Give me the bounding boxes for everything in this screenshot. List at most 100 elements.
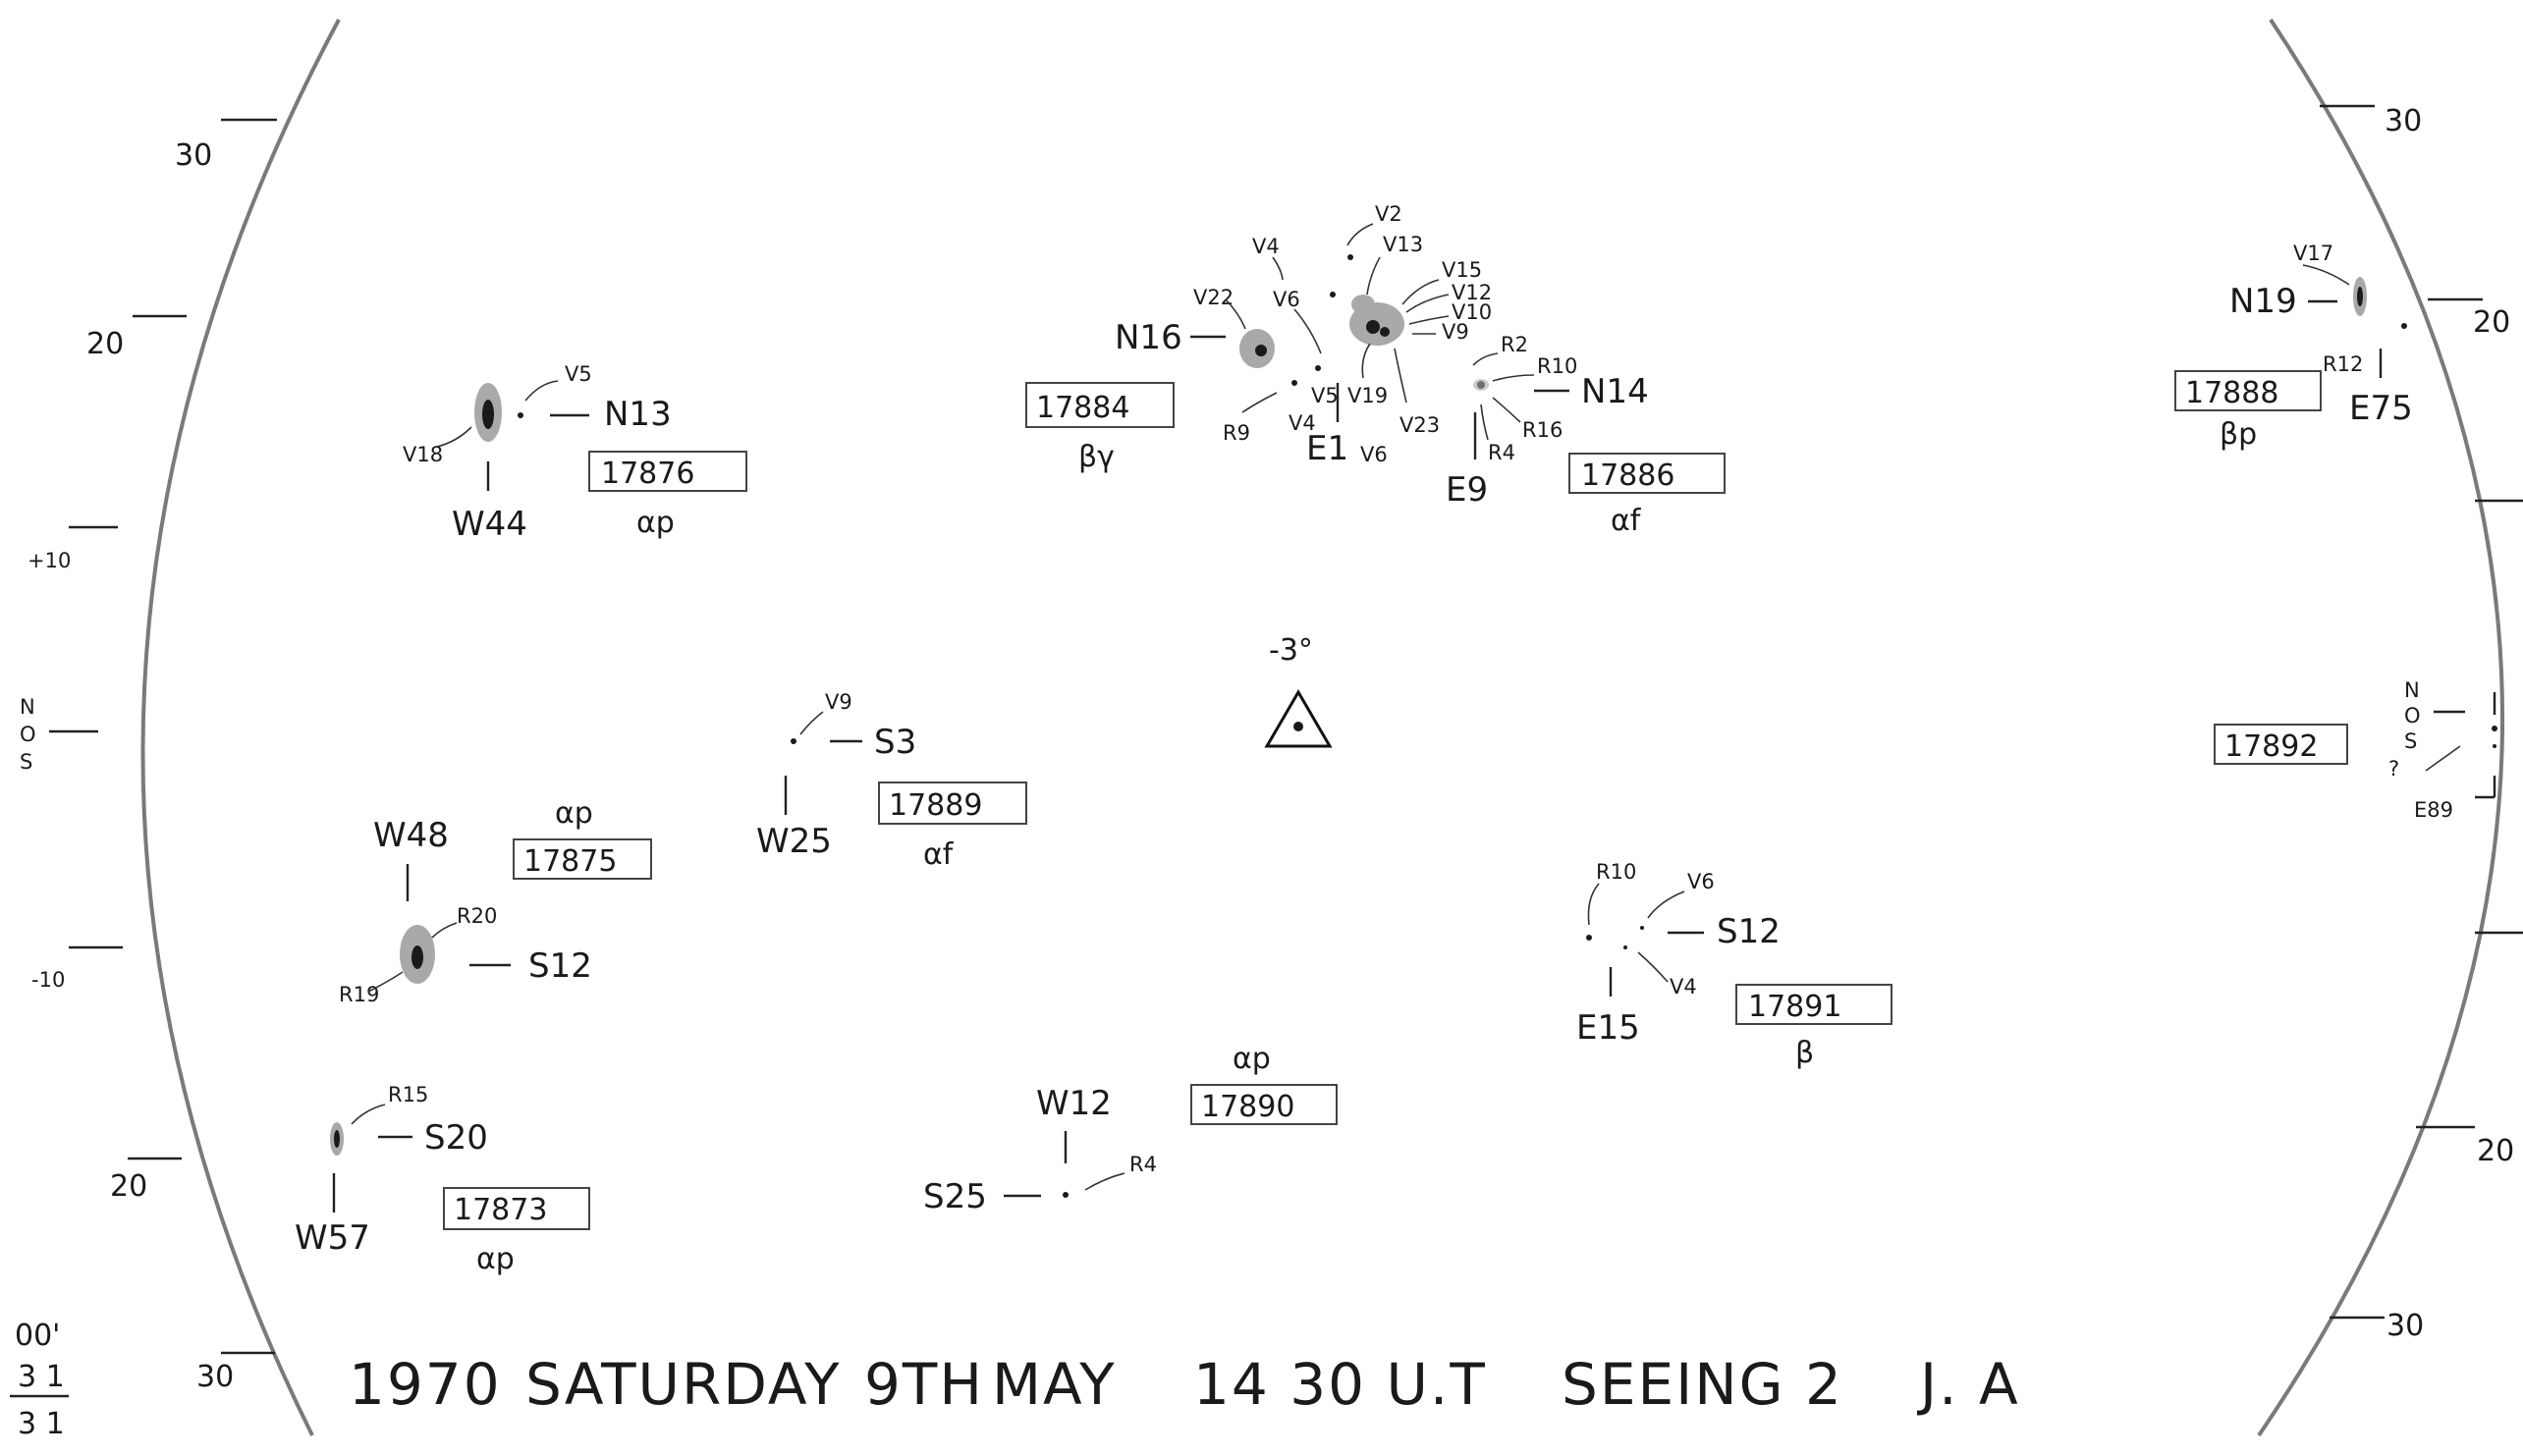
label-v6-top: V6 (1273, 288, 1300, 311)
label-r16: R16 (1522, 418, 1563, 442)
right-label-20-top: 20 (2473, 305, 2510, 340)
label-r9: R9 (1223, 421, 1250, 445)
region-number-17873: 17873 (454, 1193, 547, 1227)
label-e75: E75 (2349, 389, 2413, 428)
label-v9: V9 (1442, 320, 1469, 344)
center-marker-label: -3° (1269, 633, 1313, 668)
label-r19: R19 (339, 983, 379, 1006)
label-r12: R12 (2323, 352, 2363, 376)
label-v19: V19 (1347, 384, 1388, 407)
right-latitude-scale: 30 20 N O S 20 30 (2320, 104, 2523, 1343)
left-label-o: O (20, 723, 36, 746)
label-n16: N16 (1115, 318, 1182, 357)
label-e9: E9 (1446, 470, 1488, 510)
footer-day: SATURDAY (525, 1351, 842, 1418)
footer-year: 1970 (349, 1351, 502, 1418)
left-label-20-top: 20 (86, 327, 124, 361)
region-class-17888: βp (2220, 417, 2257, 452)
label-v13: V13 (1383, 233, 1423, 256)
label-r10-lower: R10 (1596, 860, 1636, 884)
region-17886: N14 E9 R2 R10 R4 R16 17886 αf (1446, 333, 1726, 538)
label-question: ? (2388, 757, 2399, 781)
region-number-17889: 17889 (889, 788, 982, 823)
solar-limb-left (140, 19, 341, 1436)
solar-limb-right (2257, 18, 2505, 1437)
label-s3: S3 (874, 723, 916, 762)
region-class-17886: αf (1611, 504, 1642, 538)
label-v4-lower-right: V4 (1670, 975, 1697, 998)
region-17873: S20 W57 R15 17873 αp (295, 1083, 590, 1276)
label-s12-left: S12 (528, 946, 592, 986)
region-number-17884: 17884 (1036, 391, 1129, 425)
label-v9-s3: V9 (825, 690, 852, 714)
left-label-plus10: +10 (27, 549, 71, 572)
label-s12-right: S12 (1717, 912, 1781, 951)
footer-seeing: SEEING 2 (1562, 1351, 1843, 1418)
label-v2: V2 (1375, 202, 1402, 226)
corner-note-line-2: 3 1 (18, 1360, 65, 1394)
label-s25: S25 (923, 1177, 987, 1216)
region-number-17876: 17876 (601, 457, 694, 491)
region-17891: S12 E15 R10 V6 V4 17891 β (1576, 860, 1892, 1070)
label-s20: S20 (424, 1118, 488, 1158)
label-r4: R4 (1488, 441, 1515, 464)
footer-date: 9TH (864, 1351, 984, 1418)
label-n13: N13 (604, 395, 672, 434)
region-17888: N19 E75 V17 R12 17888 βp (2174, 242, 2413, 452)
right-label-s: S (2404, 729, 2417, 753)
footer-observer: J. A (1917, 1351, 2020, 1418)
label-r4-lower: R4 (1129, 1153, 1157, 1176)
region-17875: W48 S12 R20 R19 17875 αp (339, 796, 652, 1006)
region-class-17889: αf (923, 837, 955, 872)
label-n14: N14 (1581, 372, 1649, 411)
corner-note-line-1: 00' (15, 1319, 60, 1353)
region-17889: S3 W25 V9 17889 αf (756, 690, 1027, 872)
label-v4-lower: V4 (1289, 411, 1316, 435)
region-17876: N13 W44 V5 V18 17876 αp (403, 362, 747, 544)
left-label-minus10: -10 (31, 968, 65, 992)
label-v5-lower: V5 (1311, 384, 1339, 407)
observation-footer: 1970 SATURDAY 9TH MAY 14 30 U.T SEEING 2… (349, 1351, 2020, 1418)
label-v17: V17 (2293, 242, 2333, 265)
label-w25: W25 (756, 822, 832, 861)
right-label-n: N (2404, 678, 2420, 702)
region-number-17890: 17890 (1201, 1090, 1294, 1124)
label-r10: R10 (1537, 354, 1577, 378)
region-number-17875: 17875 (523, 844, 617, 879)
region-class-17873: αp (476, 1242, 515, 1276)
right-label-o: O (2404, 704, 2421, 728)
left-label-20-bottom: 20 (110, 1169, 147, 1204)
label-e89: E89 (2414, 798, 2453, 822)
region-number-17891: 17891 (1748, 990, 1841, 1024)
label-v12: V12 (1452, 281, 1492, 304)
label-e1: E1 (1306, 429, 1348, 468)
label-r2: R2 (1501, 333, 1528, 356)
label-n19: N19 (2229, 282, 2297, 321)
label-r20: R20 (457, 904, 497, 928)
right-label-30-bottom: 30 (2386, 1309, 2424, 1343)
label-r15: R15 (388, 1083, 428, 1106)
region-number-17888: 17888 (2185, 376, 2278, 410)
label-w48: W48 (373, 816, 449, 855)
label-v6-lower-right: V6 (1687, 870, 1715, 893)
left-label-30-top: 30 (175, 138, 212, 173)
region-class-17890: αp (1233, 1042, 1271, 1076)
label-v6-lower: V6 (1360, 443, 1388, 466)
region-class-17891: β (1795, 1036, 1814, 1070)
label-v10: V10 (1452, 300, 1492, 324)
right-label-30-top: 30 (2385, 104, 2422, 138)
region-number-17892: 17892 (2224, 729, 2318, 764)
region-17884: N16 E1 V22 V4 V6 V2 V13 V15 V12 V10 V9 V… (1025, 202, 1492, 474)
corner-note-line-3: 3 1 (18, 1407, 65, 1441)
label-v22: V22 (1193, 286, 1234, 309)
footer-month: MAY (992, 1351, 1117, 1418)
label-v4-top: V4 (1252, 235, 1280, 258)
label-v23: V23 (1399, 413, 1440, 437)
corner-note: 00' 3 1 3 1 (10, 1319, 69, 1441)
label-v5: V5 (565, 362, 592, 386)
label-v15: V15 (1442, 258, 1482, 282)
region-17892: 17892 E89 ? (2214, 724, 2497, 822)
center-marker: -3° (1264, 633, 1333, 748)
label-w57: W57 (295, 1218, 370, 1258)
